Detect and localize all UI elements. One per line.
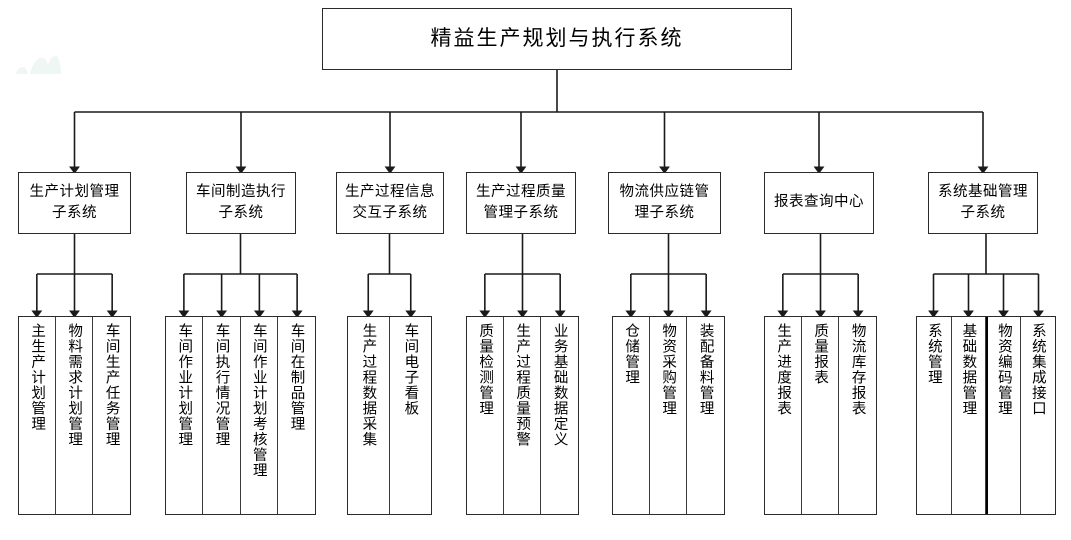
module-box[interactable]: 仓储管理	[613, 317, 650, 514]
subsystem-label: 系统基础管理子系统	[938, 183, 1028, 221]
root-system-box[interactable]: 精益生产规划与执行系统	[322, 8, 792, 70]
module-box[interactable]: 物资编码管理	[986, 317, 1021, 514]
module-group-1: 主生产计划管理 物料需求计划管理 车间生产任务管理	[18, 316, 131, 515]
module-box[interactable]: 系统集成接口	[1020, 317, 1055, 514]
module-label: 车间电子看板	[402, 323, 419, 416]
subsystem-box-1[interactable]: 生产计划管理子系统	[18, 172, 131, 234]
subsystem-box-3[interactable]: 生产过程信息交互子系统	[336, 172, 444, 234]
module-box[interactable]: 物流库存报表	[838, 317, 876, 514]
module-label: 生产过程数据采集	[360, 323, 377, 447]
module-label: 质量检测管理	[477, 323, 494, 416]
module-box[interactable]: 装配备料管理	[686, 317, 724, 514]
module-box[interactable]: 物料需求计划管理	[55, 317, 93, 514]
module-label: 车间在制品管理	[288, 323, 305, 432]
module-label: 生产过程质量预警	[514, 323, 531, 447]
module-label: 物资采购管理	[660, 323, 677, 416]
module-label: 系统集成接口	[1029, 323, 1046, 416]
module-group-5: 仓储管理 物资采购管理 装配备料管理	[612, 316, 725, 515]
module-group-6: 生产进度报表 质量报表 物流库存报表	[764, 316, 877, 515]
module-box[interactable]: 车间执行情况管理	[203, 317, 241, 514]
module-label: 生产进度报表	[775, 323, 792, 416]
module-label: 物流库存报表	[849, 323, 866, 416]
module-label: 系统管理	[925, 323, 942, 385]
module-box[interactable]: 质量报表	[801, 317, 839, 514]
module-box[interactable]: 基础数据管理	[951, 317, 986, 514]
subsystem-label: 车间制造执行子系统	[196, 183, 286, 221]
module-box[interactable]: 业务基础数据定义	[540, 317, 578, 514]
subsystem-box-7[interactable]: 系统基础管理子系统	[928, 172, 1038, 234]
module-label: 车间作业计划考核管理	[250, 323, 267, 478]
module-box[interactable]: 系统管理	[917, 317, 952, 514]
subsystem-box-2[interactable]: 车间制造执行子系统	[186, 172, 296, 234]
subsystem-label: 生产过程质量管理子系统	[476, 183, 566, 221]
module-box[interactable]: 车间在制品管理	[277, 317, 315, 514]
page-title: 精益生产规划与执行系统	[430, 27, 684, 51]
module-group-3: 生产过程数据采集 车间电子看板	[347, 316, 432, 515]
module-box[interactable]: 生产过程质量预警	[503, 317, 541, 514]
module-box[interactable]: 车间作业计划管理	[166, 317, 204, 514]
subsystem-label: 物流供应链管理子系统	[619, 183, 710, 221]
module-box[interactable]: 质量检测管理	[467, 317, 504, 514]
module-box[interactable]: 车间作业计划考核管理	[240, 317, 278, 514]
module-box[interactable]: 主生产计划管理	[19, 317, 56, 514]
module-label: 业务基础数据定义	[551, 323, 568, 447]
module-group-2: 车间作业计划管理 车间执行情况管理 车间作业计划考核管理 车间在制品管理	[165, 316, 316, 515]
module-label: 质量报表	[812, 323, 829, 385]
subsystem-box-6[interactable]: 报表查询中心	[764, 172, 874, 234]
module-box[interactable]: 车间生产任务管理	[92, 317, 130, 514]
module-label: 仓储管理	[623, 323, 640, 385]
leaf-watermark-icon	[16, 56, 61, 74]
subsystem-label: 生产计划管理子系统	[29, 183, 120, 221]
module-group-7: 系统管理 基础数据管理 物资编码管理系统集成接口	[916, 316, 1056, 515]
module-label: 车间生产任务管理	[103, 323, 120, 447]
module-label: 装配备料管理	[697, 323, 714, 416]
module-label: 主生产计划管理	[29, 323, 46, 432]
module-label: 车间执行情况管理	[213, 323, 230, 447]
module-group-4: 质量检测管理 生产过程质量预警 业务基础数据定义	[466, 316, 579, 515]
module-box[interactable]: 生产进度报表	[765, 317, 802, 514]
subsystem-box-4[interactable]: 生产过程质量管理子系统	[466, 172, 576, 234]
module-label: 物资编码管理	[995, 323, 1012, 416]
module-label: 物料需求计划管理	[66, 323, 83, 447]
module-box[interactable]: 车间电子看板	[389, 317, 431, 514]
module-box[interactable]: 生产过程数据采集	[348, 317, 390, 514]
module-label: 车间作业计划管理	[176, 323, 193, 447]
subsystem-label: 生产过程信息交互子系统	[345, 183, 435, 221]
module-box[interactable]: 物资采购管理	[649, 317, 687, 514]
subsystem-box-5[interactable]: 物流供应链管理子系统	[608, 172, 721, 234]
subsystem-label: 报表查询中心	[774, 194, 864, 211]
module-label: 基础数据管理	[960, 323, 977, 416]
